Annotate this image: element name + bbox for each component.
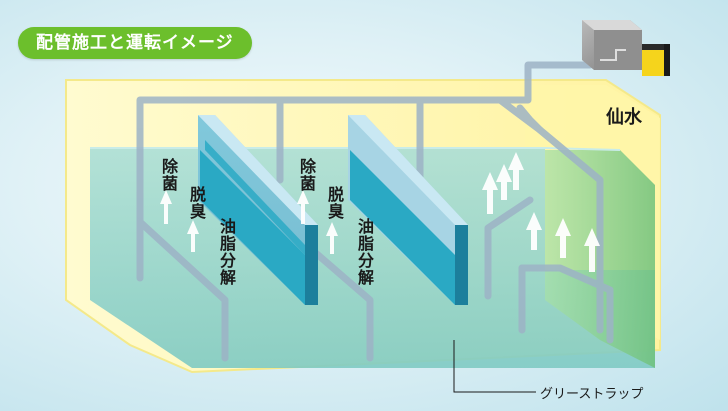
- separator-panel-2: [348, 115, 468, 305]
- label-dasshu-1: 脱臭: [187, 186, 206, 220]
- label-jokin-1: 除菌: [159, 158, 178, 192]
- label-yushi-2: 油脂分解: [355, 218, 374, 286]
- callout-line: [453, 340, 536, 393]
- separator-panel-1: [198, 115, 318, 305]
- label-dasshu-2: 脱臭: [325, 186, 344, 220]
- bubble-arrow-icon: [160, 152, 600, 272]
- device-box-icon: [582, 20, 670, 76]
- diagram-title: 配管施工と運転イメージ: [18, 27, 252, 59]
- label-yushi-1: 油脂分解: [217, 218, 236, 286]
- brand-label: 仙水: [606, 107, 642, 128]
- grease-trap-label: グリーストラップ: [540, 387, 644, 402]
- label-jokin-2: 除菌: [297, 158, 316, 192]
